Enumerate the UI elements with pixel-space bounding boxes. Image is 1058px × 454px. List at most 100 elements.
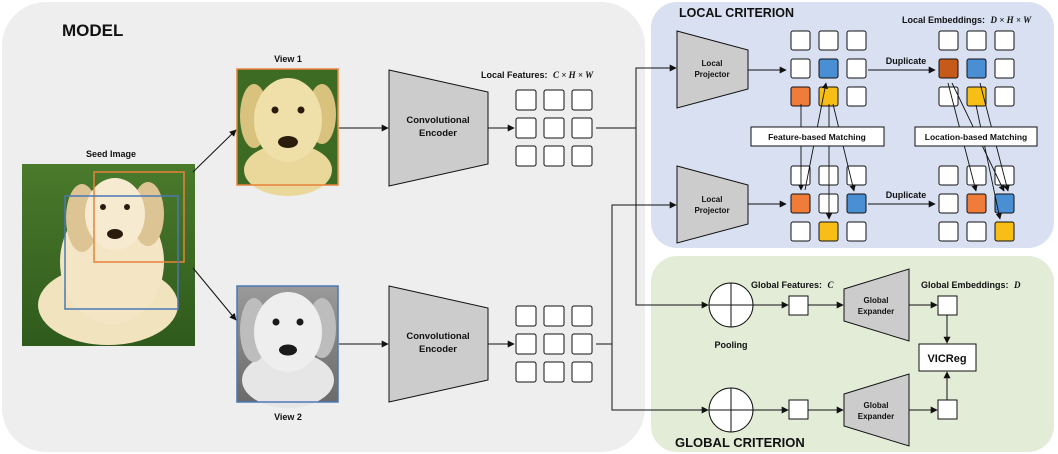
embedding-cell xyxy=(846,193,867,214)
embedding-cell xyxy=(994,30,1015,51)
svg-text:Convolutional: Convolutional xyxy=(406,331,469,342)
feature-cell xyxy=(543,117,565,139)
arrow-seed-to-view2 xyxy=(192,267,237,321)
global-features-label: Global Features: C xyxy=(751,280,835,290)
embedding-cell xyxy=(846,86,867,107)
embedding-cell xyxy=(846,221,867,242)
feature-cell xyxy=(515,305,537,327)
global-expander-top: Global Expander xyxy=(843,268,910,342)
embedding-cell xyxy=(938,221,959,242)
feature-cell xyxy=(543,333,565,355)
embedding-cell xyxy=(994,193,1015,214)
embedding-cell xyxy=(818,58,839,79)
global-expander-bottom: Global Expander xyxy=(843,373,910,447)
local-features-grid-top xyxy=(515,89,593,167)
view2-label: View 2 xyxy=(274,412,302,422)
feature-cell xyxy=(543,305,565,327)
feature-cell xyxy=(515,333,537,355)
global-embedding-box-top xyxy=(937,295,958,316)
local-projector-top: Local Projector xyxy=(676,30,749,109)
svg-text:Local: Local xyxy=(702,59,723,68)
duplicate-label-bottom: Duplicate xyxy=(886,190,927,200)
local-embeddings-label: Local Embeddings: D × H × W xyxy=(902,15,1032,25)
view1-label: View 1 xyxy=(274,54,302,64)
embedding-cell xyxy=(938,86,959,107)
embedding-cell xyxy=(938,58,959,79)
view2-image xyxy=(236,285,339,408)
feature-cell xyxy=(571,305,593,327)
embedding-cell xyxy=(818,86,839,107)
model-title: MODEL xyxy=(62,21,123,40)
embedding-cell xyxy=(846,30,867,51)
view1-image xyxy=(236,68,339,196)
local-criterion-title: LOCAL CRITERION xyxy=(679,6,794,20)
arrow-seed-to-view1 xyxy=(192,129,237,173)
line-top-features-to-local-projector xyxy=(596,64,677,129)
location-matching-box xyxy=(914,126,1038,147)
local-embeddings-grid-bottom xyxy=(790,165,867,242)
embedding-cell xyxy=(994,165,1015,186)
feature-cell xyxy=(515,117,537,139)
vicreg-label: VICReg xyxy=(927,353,966,365)
local-features-label: Local Features: C × H × W xyxy=(481,70,594,80)
encoder-top: Convolutional Encoder xyxy=(388,69,489,187)
svg-text:Encoder: Encoder xyxy=(419,128,457,139)
seed-image-label: Seed Image xyxy=(86,149,136,159)
global-embeddings-label: Global Embeddings: D xyxy=(921,280,1021,290)
local-projector-bottom: Local Projector xyxy=(676,165,749,244)
crop-box-view1 xyxy=(93,171,185,263)
feature-matching-label: Feature-based Matching xyxy=(768,132,866,142)
seed-image xyxy=(22,164,195,346)
feature-cell xyxy=(543,361,565,383)
feature-cell xyxy=(515,145,537,167)
embedding-cell xyxy=(790,86,811,107)
pooling-label: Pooling xyxy=(715,340,748,350)
embedding-cell xyxy=(938,193,959,214)
feature-cell xyxy=(515,89,537,111)
feature-cell xyxy=(543,145,565,167)
embedding-cell xyxy=(790,58,811,79)
embedding-cell xyxy=(790,193,811,214)
embedding-cell xyxy=(966,58,987,79)
duplicate-label-top: Duplicate xyxy=(886,56,927,66)
svg-text:Global: Global xyxy=(864,401,889,410)
line-top-features-to-global-pooling xyxy=(635,128,709,309)
embedding-cell xyxy=(938,30,959,51)
svg-text:Projector: Projector xyxy=(694,70,729,79)
embedding-cell xyxy=(938,165,959,186)
svg-text:Expander: Expander xyxy=(858,412,894,421)
embedding-cell xyxy=(790,221,811,242)
local-embeddings-grid-bottom-duplicated xyxy=(938,165,1015,242)
embedding-cell xyxy=(966,193,987,214)
global-embedding-box-bottom xyxy=(937,399,958,420)
embedding-cell xyxy=(818,30,839,51)
feature-cell xyxy=(515,361,537,383)
feature-cell xyxy=(571,361,593,383)
line-bottom-features-to-global-pooling xyxy=(611,344,709,414)
svg-text:Projector: Projector xyxy=(694,206,729,215)
feature-cell xyxy=(543,89,565,111)
global-criterion-title: GLOBAL CRITERION xyxy=(675,435,805,450)
crop-box-view2 xyxy=(64,195,179,310)
location-matching-label: Location-based Matching xyxy=(925,132,1027,142)
vicreg-box xyxy=(918,343,977,372)
feature-cell xyxy=(571,89,593,111)
embedding-cell xyxy=(966,221,987,242)
feature-cell xyxy=(571,117,593,139)
local-embeddings-grid-top-duplicated xyxy=(938,30,1015,107)
line-bottom-features-to-local-projector xyxy=(596,201,677,345)
global-feature-box-bottom xyxy=(788,399,809,420)
embedding-cell xyxy=(818,193,839,214)
pooling-op-top xyxy=(708,282,754,328)
global-feature-box-top xyxy=(788,295,809,316)
embedding-cell xyxy=(818,221,839,242)
embedding-cell xyxy=(790,165,811,186)
feature-matching-box xyxy=(750,126,885,147)
embedding-cell xyxy=(818,165,839,186)
embedding-cell xyxy=(846,58,867,79)
embedding-cell xyxy=(994,221,1015,242)
svg-text:Global: Global xyxy=(864,296,889,305)
embedding-cell xyxy=(790,30,811,51)
local-features-grid-bottom xyxy=(515,305,593,383)
encoder-bottom: Convolutional Encoder xyxy=(388,285,489,403)
